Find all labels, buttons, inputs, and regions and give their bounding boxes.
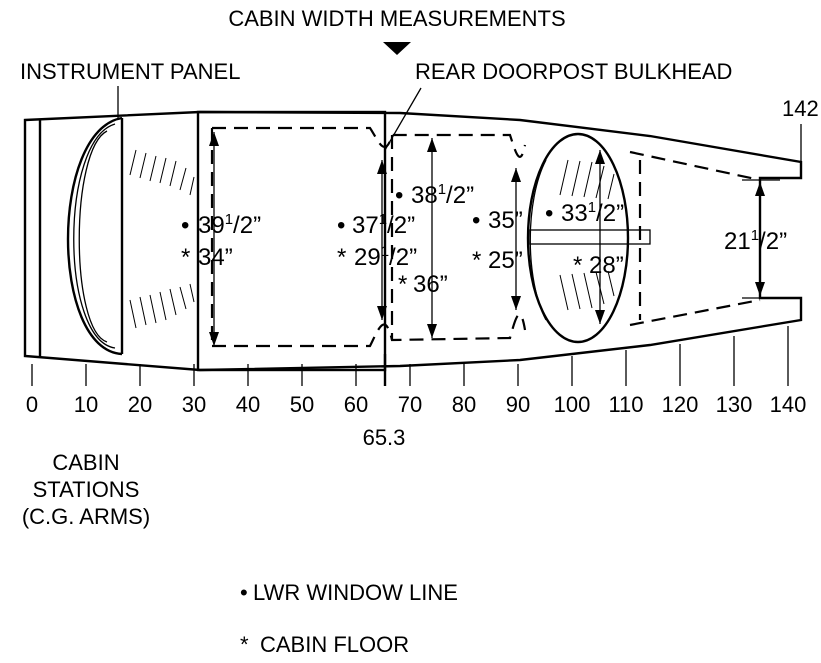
instrument-panel-label: INSTRUMENT PANEL bbox=[20, 59, 240, 84]
rear-doorpost-leader bbox=[384, 87, 422, 151]
rear-doorpost-label: REAR DOORPOST BULKHEAD bbox=[415, 59, 732, 84]
dot-symbol: • bbox=[337, 212, 345, 239]
star-symbol: * bbox=[337, 244, 346, 271]
axis-caption-line2: STATIONS bbox=[33, 477, 140, 502]
station-label: 110 bbox=[608, 392, 643, 417]
station-label: 60 bbox=[344, 392, 368, 417]
dimension-lines bbox=[209, 132, 780, 346]
station-label: 130 bbox=[716, 392, 753, 417]
windshield bbox=[66, 116, 123, 356]
baggage-dash bbox=[629, 150, 761, 327]
rear-window-hatching bbox=[559, 159, 615, 311]
station-label: 90 bbox=[506, 392, 530, 417]
measure-w2: 34” bbox=[198, 244, 233, 271]
station-ticks bbox=[31, 326, 789, 386]
station-65-3-label: 65.3 bbox=[363, 425, 406, 450]
measure-w8: 25” bbox=[488, 247, 523, 274]
dot-symbol: • bbox=[181, 212, 189, 239]
star-symbol: * bbox=[181, 244, 190, 271]
star-symbol: * bbox=[573, 252, 582, 279]
measure-w6: 36” bbox=[413, 271, 448, 298]
cabin-door-frame bbox=[196, 110, 387, 372]
legend-dot-symbol: • bbox=[240, 580, 248, 605]
measure-w10: 28” bbox=[589, 252, 624, 279]
star-symbol: * bbox=[472, 247, 481, 274]
measure-w11: 211/2” bbox=[724, 227, 787, 255]
legend-cabin-floor: CABIN FLOOR bbox=[260, 632, 409, 657]
measure-w9: 331/2” bbox=[561, 199, 624, 227]
legend-star-symbol: * bbox=[240, 632, 249, 657]
measure-w4: 291/2” bbox=[354, 243, 417, 271]
station-labels: 0 10 20 30 40 50 60 70 80 90 100 110 120… bbox=[26, 392, 806, 417]
diagram-title: CABIN WIDTH MEASUREMENTS bbox=[228, 6, 565, 31]
measure-w7: 35” bbox=[488, 207, 523, 234]
station-label: 10 bbox=[74, 392, 98, 417]
dot-symbol: • bbox=[472, 207, 480, 234]
measure-w3: 371/2” bbox=[352, 211, 415, 239]
station-label: 0 bbox=[26, 392, 38, 417]
station-label: 80 bbox=[452, 392, 476, 417]
cabin-lower-dash bbox=[212, 313, 527, 348]
legend-window-line: LWR WINDOW LINE bbox=[253, 580, 458, 605]
station-label: 50 bbox=[290, 392, 314, 417]
dot-symbol: • bbox=[545, 200, 553, 227]
measure-w5: 381/2” bbox=[411, 181, 474, 209]
station-142-label: 142 bbox=[782, 96, 819, 121]
station-label: 30 bbox=[182, 392, 206, 417]
station-label: 40 bbox=[236, 392, 260, 417]
station-label: 70 bbox=[398, 392, 422, 417]
station-label: 100 bbox=[554, 392, 591, 417]
rear-seat-frame bbox=[529, 229, 651, 245]
windshield-hatching bbox=[129, 149, 195, 329]
station-label: 120 bbox=[662, 392, 699, 417]
axis-caption-line3: (C.G. ARMS) bbox=[22, 504, 150, 529]
measure-w1: 391/2” bbox=[198, 211, 261, 239]
fuselage-outline bbox=[23, 110, 803, 372]
cabin-upper-dash bbox=[212, 126, 527, 158]
rear-window bbox=[526, 132, 630, 344]
station-label: 20 bbox=[128, 392, 152, 417]
star-symbol: * bbox=[398, 271, 407, 298]
dot-symbol: • bbox=[395, 182, 403, 209]
station-label: 140 bbox=[770, 392, 807, 417]
axis-caption-line1: CABIN bbox=[52, 450, 119, 475]
arrow-down-icon bbox=[383, 42, 411, 55]
